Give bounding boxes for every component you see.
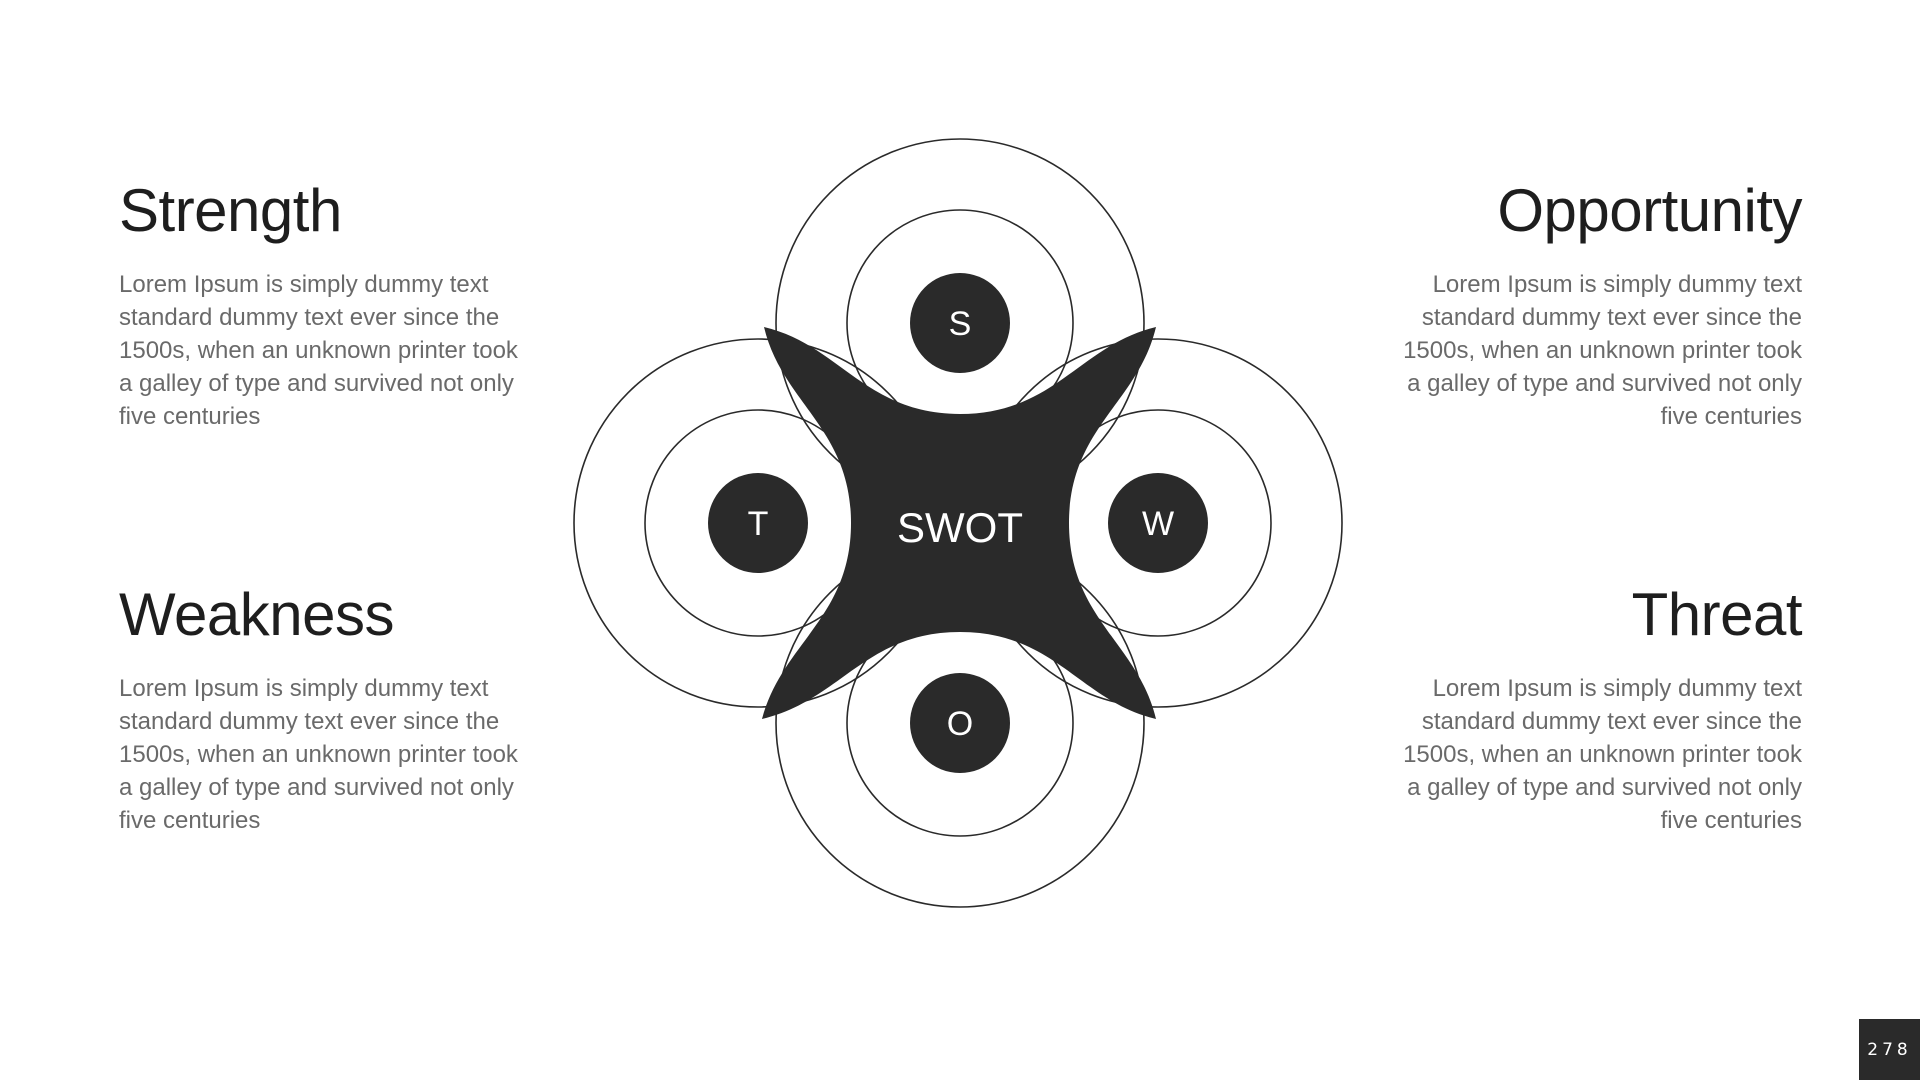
strength-body: Lorem Ipsum is simply dummy text standar…: [119, 271, 518, 430]
weakness-block: Weakness Lorem Ipsum is simply dummy tex…: [119, 580, 539, 837]
w-letter: W: [1142, 505, 1174, 543]
center-label: SWOT: [897, 504, 1023, 551]
threat-block: Threat Lorem Ipsum is simply dummy text …: [1382, 580, 1802, 837]
threat-title: Threat: [1631, 581, 1803, 648]
strength-block: Strength Lorem Ipsum is simply dummy tex…: [119, 176, 539, 433]
weakness-body: Lorem Ipsum is simply dummy text standar…: [119, 675, 518, 834]
o-badge: [910, 673, 1010, 773]
w-badge: [1108, 473, 1208, 573]
weakness-title: Weakness: [119, 581, 395, 648]
page-number: 278: [1859, 1019, 1920, 1080]
opportunity-block: Opportunity Lorem Ipsum is simply dummy …: [1382, 176, 1802, 433]
t-badge: [708, 473, 808, 573]
threat-body: Lorem Ipsum is simply dummy text standar…: [1403, 675, 1802, 834]
s-letter: S: [949, 305, 972, 343]
o-letter: O: [947, 705, 973, 743]
center-star-shape: [762, 327, 1156, 719]
t-letter: T: [748, 505, 769, 543]
strength-title: Strength: [119, 177, 342, 244]
opportunity-body: Lorem Ipsum is simply dummy text standar…: [1403, 271, 1802, 430]
s-badge: [910, 273, 1010, 373]
opportunity-title: Opportunity: [1497, 177, 1802, 244]
